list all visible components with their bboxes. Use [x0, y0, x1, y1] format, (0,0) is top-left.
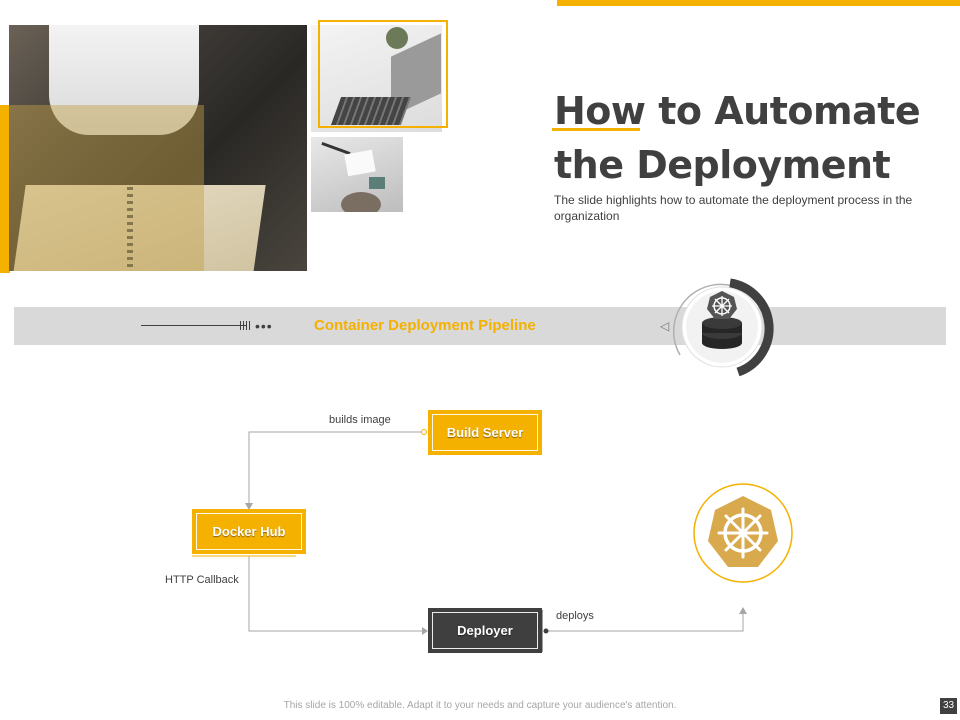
build-server-label: Build Server [446, 425, 524, 440]
title-line-1: How to Automate [554, 89, 921, 133]
slide-subtitle: The slide highlights how to automate the… [554, 193, 913, 223]
kubernetes-helm-icon [693, 483, 793, 583]
slide-title: How to Automate the Deployment [554, 84, 954, 192]
footer-note: This slide is 100% editable. Adapt it to… [283, 700, 677, 711]
band-connector-ticks [240, 321, 250, 330]
photo-frame-accent [318, 20, 448, 128]
band-dots: ••• [255, 318, 273, 334]
photo-notebook-meeting [9, 25, 307, 271]
title-underline [552, 128, 640, 131]
page-number: 33 [940, 698, 957, 714]
build-server-box: Build Server [428, 410, 542, 455]
docker-hub-box: Docker Hub [192, 509, 306, 554]
photo-desk-overhead [311, 137, 403, 212]
photo-laptop-writing [311, 25, 442, 132]
deploys-label: deploys [556, 610, 594, 622]
pipeline-label: Container Deployment Pipeline [314, 317, 536, 334]
deployer-box: Deployer [428, 608, 542, 653]
deployer-label: Deployer [457, 623, 513, 638]
left-accent-bar [0, 105, 10, 273]
band-connector-line [141, 325, 246, 326]
top-accent-bar [557, 0, 960, 6]
kubernetes-stack-icon [672, 278, 774, 377]
builds-image-label: builds image [329, 414, 391, 426]
pipeline-band [14, 307, 946, 345]
title-line-2: the Deployment [554, 143, 891, 187]
http-callback-label: HTTP Callback [165, 574, 239, 586]
docker-hub-label: Docker Hub [212, 524, 286, 539]
band-arrow-icon: ◁ [660, 319, 670, 333]
